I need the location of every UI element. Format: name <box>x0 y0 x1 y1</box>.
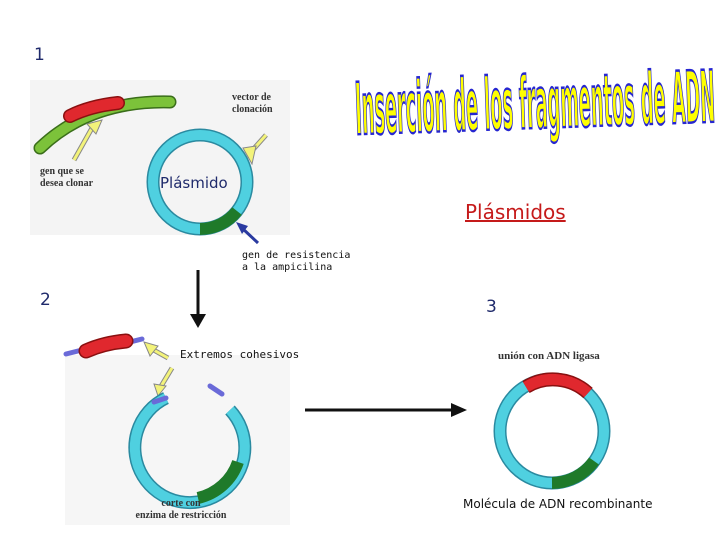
open-sticky-right <box>207 383 225 397</box>
recombinant-label: Molécula de ADN recombinante <box>463 497 653 511</box>
title-graphic: Inserción de los fragmentos de ADN <box>355 53 718 152</box>
inserted-gene <box>523 373 592 398</box>
plasmid-label: Plásmido <box>160 174 228 192</box>
step-number-1: 1 <box>34 45 45 65</box>
resistance-label-line2: a la ampicilina <box>242 262 333 273</box>
step-number-3: 3 <box>486 297 497 317</box>
cut-gene <box>80 335 132 357</box>
recombinant-plasmid-graphic <box>493 372 611 490</box>
open-sticky-left <box>151 395 169 405</box>
gene-label: gen que se desea clonar <box>40 166 93 190</box>
resistance-arrow <box>240 226 260 245</box>
sticky-arrow-bottom-head <box>153 383 167 398</box>
right-arrow-head <box>451 403 467 417</box>
vector-label-line2: clonación <box>232 104 273 115</box>
down-arrow-head <box>190 314 206 328</box>
down-arrow <box>190 270 206 328</box>
resistance-gene-segment <box>199 207 242 235</box>
panel1-graphic <box>30 80 290 245</box>
recombinant-resistance <box>551 457 599 489</box>
plasmids-heading: Plásmidos <box>465 200 566 224</box>
gene-label-line1: gen que se <box>40 166 84 177</box>
open-plasmid <box>129 393 250 508</box>
step-number-2: 2 <box>40 290 51 310</box>
cut-label: corte con enzima de restricción <box>116 498 246 522</box>
open-plasmid-resistance <box>196 459 244 504</box>
vector-label: vector de clonación <box>232 92 273 116</box>
sticky-arrow-top-head <box>143 341 159 357</box>
cut-label-line2: enzima de restricción <box>135 510 227 521</box>
resistance-label-line1: gen de resistencia <box>242 250 351 261</box>
vector-label-line1: vector de <box>232 92 271 103</box>
right-arrow <box>305 403 467 417</box>
cut-label-line1: corte con <box>161 498 201 509</box>
resistance-label: gen de resistencia a la ampicilina <box>242 250 350 274</box>
title-text: Inserción de los fragmentos de ADN <box>355 55 716 152</box>
resistance-arrow-head <box>236 222 248 234</box>
gene-arrow-inner <box>72 127 94 161</box>
gene-label-line2: desea clonar <box>40 178 94 189</box>
gene-segment <box>64 97 124 122</box>
ligase-label: unión con ADN ligasa <box>498 350 600 362</box>
panel2-graphic <box>63 333 290 525</box>
vector-arrow-head <box>242 145 257 166</box>
gene-arrow-head <box>86 119 103 135</box>
sticky-ends-label: Extremos cohesivos <box>180 348 300 361</box>
sticky-arrow-bottom-inner <box>158 367 174 389</box>
